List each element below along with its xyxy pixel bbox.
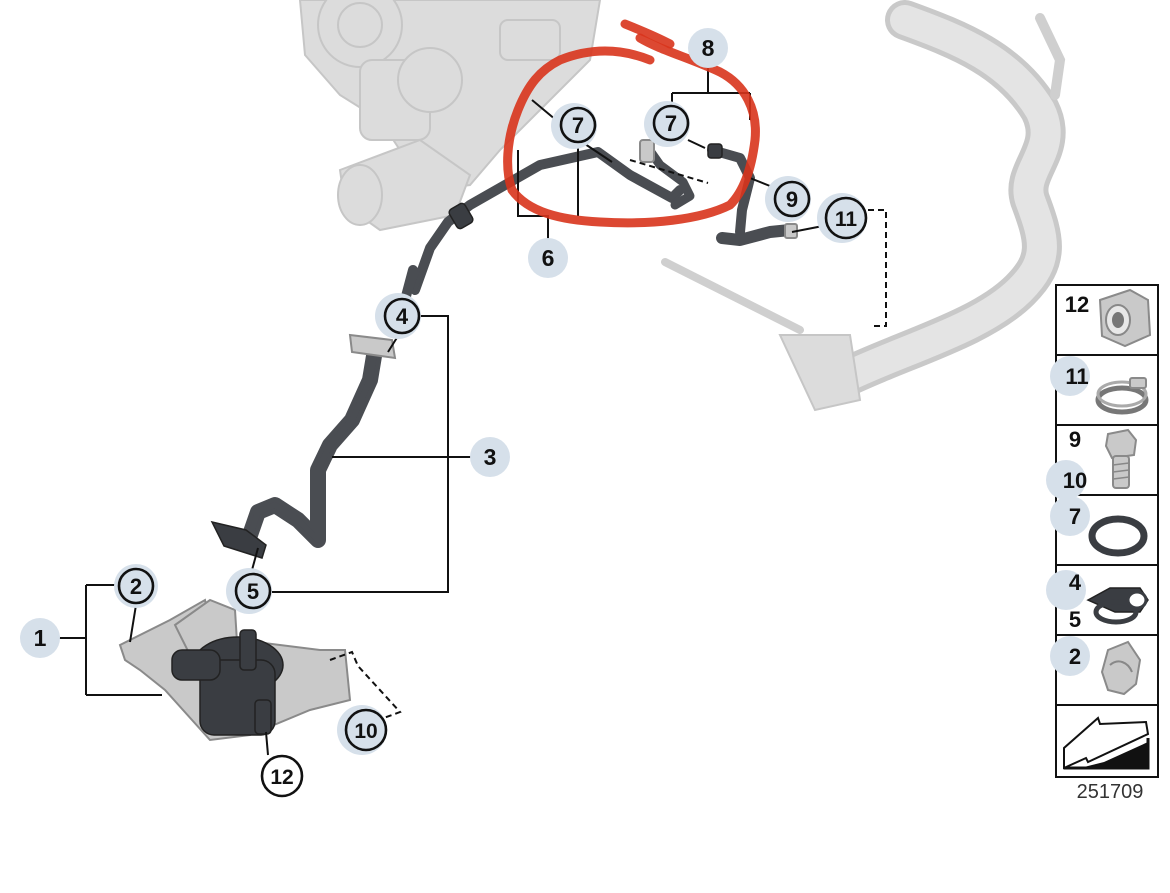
callout-7-right: 7 — [644, 101, 690, 147]
svg-text:10: 10 — [1063, 468, 1087, 493]
callout-3: 3 — [470, 437, 510, 477]
svg-text:4: 4 — [1069, 570, 1082, 595]
callout-6: 6 — [528, 238, 568, 278]
legend-row-11: 11 — [1050, 356, 1149, 415]
legend-row-2: 2 — [1050, 636, 1142, 696]
legend-row-12: 12 — [1065, 288, 1152, 348]
svg-text:11: 11 — [835, 208, 858, 231]
hose-clamp-icon — [1095, 377, 1149, 415]
coolant-hose-lower — [210, 265, 418, 559]
svg-text:4: 4 — [396, 304, 409, 329]
svg-text:6: 6 — [542, 245, 555, 271]
svg-text:12: 12 — [1065, 292, 1089, 317]
callout-10: 10 — [337, 705, 388, 755]
callout-8: 8 — [688, 28, 728, 68]
svg-text:9: 9 — [786, 187, 798, 212]
svg-text:1: 1 — [34, 625, 47, 651]
svg-text:10: 10 — [354, 720, 377, 743]
callout-1: 1 — [20, 618, 60, 658]
svg-text:5: 5 — [247, 579, 259, 604]
o-ring-icon — [1088, 515, 1148, 557]
red-highlight-scribble — [503, 33, 760, 228]
svg-text:2: 2 — [130, 574, 142, 599]
svg-text:7: 7 — [665, 111, 677, 136]
svg-text:5: 5 — [1069, 607, 1081, 632]
hose-connector-icon — [1098, 288, 1152, 348]
svg-text:2: 2 — [1069, 644, 1081, 669]
legend-row-7: 7 — [1050, 496, 1148, 557]
legend-row-9-10: 9 10 — [1046, 427, 1138, 500]
svg-text:7: 7 — [1069, 504, 1081, 529]
callout-7-left: 7 — [551, 103, 597, 149]
direction-arrow-icon — [1063, 716, 1150, 770]
svg-text:7: 7 — [572, 113, 584, 138]
callout-12: 12 — [260, 754, 304, 798]
parts-legend: 12 11 9 10 — [1046, 284, 1159, 778]
callout-11: 11 — [817, 193, 868, 243]
svg-text:11: 11 — [1065, 364, 1088, 389]
svg-text:9: 9 — [1069, 427, 1081, 452]
callout-9: 9 — [765, 176, 811, 222]
svg-text:8: 8 — [702, 35, 715, 61]
coolant-hose-upper — [410, 139, 695, 295]
coolant-pipe-ghost — [661, 0, 1066, 412]
svg-text:12: 12 — [270, 766, 293, 789]
bolt-icon — [1104, 428, 1138, 489]
turbocharger-ghost — [298, 0, 602, 232]
double-clip-icon — [1086, 587, 1149, 625]
spring-clip-icon — [1100, 640, 1142, 696]
diagram-reference-number: 251709 — [1077, 781, 1144, 803]
svg-text:3: 3 — [484, 444, 497, 470]
callout-4: 4 — [375, 293, 421, 339]
legend-row-4-5: 4 5 — [1046, 570, 1149, 632]
red-highlight-scribble-tail — [620, 19, 675, 49]
callout-2: 2 — [114, 564, 158, 608]
callout-5: 5 — [226, 568, 272, 614]
electric-water-pump — [118, 598, 352, 742]
